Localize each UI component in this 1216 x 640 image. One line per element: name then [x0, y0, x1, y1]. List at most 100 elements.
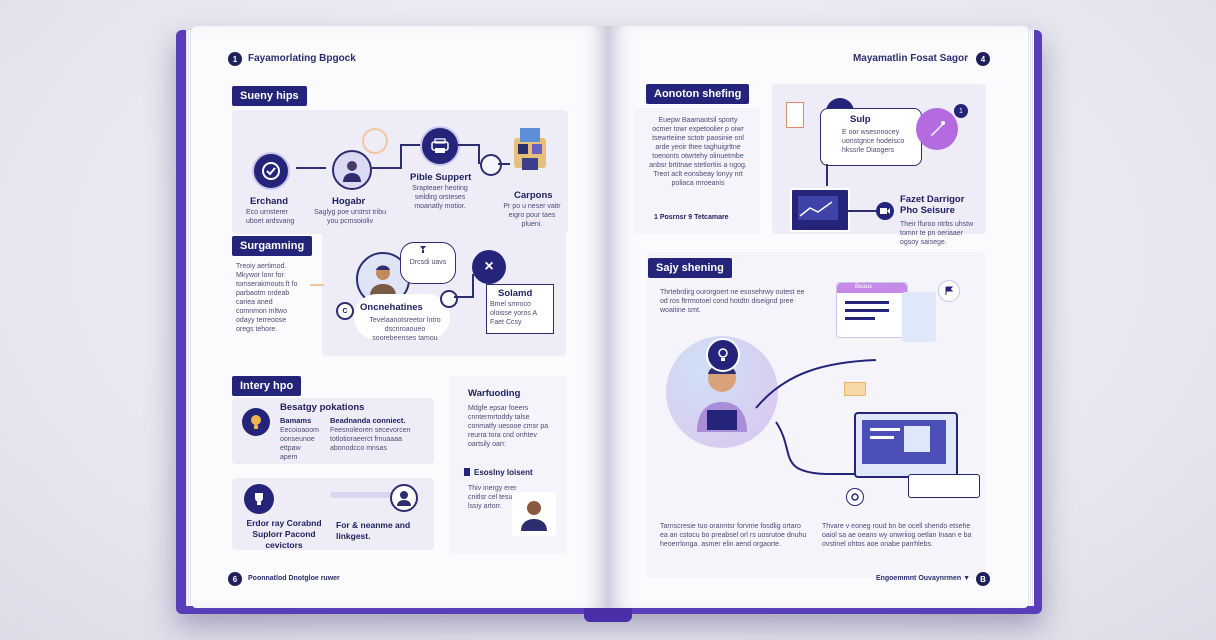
diagram-panel: Drcsdi uavs C Oncnehatines Tevelaanotsre…	[322, 232, 566, 356]
connector	[456, 144, 478, 146]
person-photo-icon	[512, 492, 556, 536]
document-icon	[786, 102, 804, 128]
chart-box	[904, 426, 930, 452]
connector	[472, 274, 474, 298]
node-label: Hogabr	[332, 196, 366, 207]
text-line	[870, 428, 900, 431]
section-text: Treoiy aertimod. Mkywor lonr for tomsera…	[236, 263, 298, 333]
caption-text: Thvare v eoneg roud bn be ocell shendo e…	[822, 523, 972, 548]
card-text: E oor wsesnnocey uonstgnce hodeisco hkss…	[842, 129, 905, 154]
progress-bar	[330, 492, 418, 498]
node-text: Pr po u neser vaitr eigro pour taes plue…	[503, 203, 561, 228]
node-label: Solamd	[498, 288, 533, 299]
bulb-icon	[242, 408, 270, 436]
card-title: Sulp	[850, 114, 871, 125]
connector	[478, 144, 480, 164]
connector	[372, 167, 402, 169]
feature-text: Their lfuroo ntrbs uhstw tomnr te pn oer…	[900, 221, 974, 246]
node-label: Pible Suppert	[410, 172, 472, 183]
card-subtitle: Esoslny loisent	[474, 468, 533, 477]
running-head: Mayamatlin Fosat Sagor	[852, 53, 968, 64]
card-text: Erdor ray Corabnd Suplorr Pacond cevicto…	[246, 518, 322, 550]
connector	[454, 296, 472, 298]
col-text: Eecoioaoom oonseunoe ettpaw apem	[280, 427, 319, 461]
step-badge: 1	[954, 104, 968, 118]
footnote: 1 Posrnsr 9 Tetcamare	[654, 214, 729, 221]
side-card: Warfuoding Mdgfe epsar foeers cnntermrto…	[450, 376, 566, 554]
info-card	[820, 108, 922, 166]
footer-text: Engoemmnt Ouvaynrmen ▼	[875, 575, 970, 582]
footer-number-badge: 6	[228, 572, 242, 586]
printer-icon	[420, 126, 460, 166]
info-card: Besatgy pokations Bamams Eecoioaoom oons…	[232, 398, 434, 464]
connector	[296, 167, 326, 169]
node-text: Bmel smroco oloisse yoros A Faet Ccsy	[490, 301, 537, 326]
section-tag: Sajy shening	[648, 258, 732, 278]
text-line	[845, 317, 875, 320]
section-tag: Aonoton shefing	[646, 84, 750, 104]
footer-number-badge: B	[976, 572, 990, 586]
window-title: Beaus	[855, 284, 873, 290]
laptop-screen	[854, 412, 958, 478]
card-title: Besatgy pokations	[280, 402, 365, 413]
connector	[400, 144, 422, 146]
person-avatar-icon	[332, 150, 372, 190]
flow-arrows	[755, 359, 877, 475]
connector	[846, 210, 876, 212]
text-line	[870, 436, 894, 439]
app-window: Beaus	[836, 282, 908, 338]
node-text: Eco urnsterer uboet ardsvang	[246, 209, 295, 225]
page-number-badge: 1	[228, 52, 242, 66]
node-dot	[480, 154, 502, 176]
text-line	[845, 301, 889, 304]
dashed-connector	[310, 284, 324, 286]
feature-title: Fazet Darrigor Pho Seisure	[900, 194, 965, 216]
window-titlebar	[837, 283, 907, 293]
footer-text: Poonnatlod Dnotgloe ruwer	[248, 575, 340, 582]
close-icon: ×	[472, 250, 506, 284]
info-card: Erdor ray Corabnd Suplorr Pacond cevicto…	[232, 478, 434, 550]
col-title: Beadnanda conniect.	[330, 416, 406, 425]
left-page: 1 Fayamorlating Bpgock Sueny hips Erchan…	[192, 26, 608, 608]
col-title: Bamams	[280, 416, 312, 425]
connector	[498, 163, 510, 165]
marker-dot: C	[336, 302, 354, 320]
section-text: Thrtebrdirg ourorgoert ne esosehrwy oute…	[660, 289, 805, 314]
diagram-panel: Sulp E oor wsesnnocey uonstgnce hodeisco…	[772, 84, 986, 246]
trophy-icon	[244, 484, 274, 514]
illustration-panel: Sajy shening Thrtebrdirg ourorgoert ne e…	[646, 252, 986, 578]
connector	[400, 144, 402, 169]
note-icon	[844, 382, 866, 396]
flow-panel: Erchand Eco urnsterer uboet ardsvang Hog…	[232, 110, 568, 234]
keyboard	[908, 474, 980, 498]
center-text: Tevelaanotsreetor lntro dscnroaoueo soor…	[369, 317, 441, 342]
speech-bubble	[400, 242, 456, 284]
section-tag: Sueny hips	[232, 86, 307, 106]
right-page: Mayamatlin Fosat Sagor 4 Aonoton shefing…	[608, 26, 1028, 608]
col-text: Feesnoleoren secevorcen totlotioraeerct …	[330, 427, 411, 452]
running-head: Fayamorlating Bpgock	[248, 53, 356, 64]
node-label: Erchand	[250, 196, 289, 207]
bubble-text: Drcsdi uavs	[409, 259, 447, 266]
center-label: Oncnehatines	[360, 302, 423, 313]
text-line	[845, 309, 889, 312]
pencil-icon	[916, 108, 958, 150]
person-avatar-icon	[390, 484, 418, 512]
connector	[826, 164, 828, 186]
page-edges-left	[186, 30, 194, 606]
section-tag: Surgamning	[232, 236, 313, 256]
video-icon	[876, 202, 894, 220]
card-title: Warfuoding	[468, 388, 521, 399]
node-text: Saglyg poe urstrst tribu you pcmsoioliv	[314, 209, 386, 225]
node-label: Carpons	[514, 190, 553, 201]
center-bubble	[354, 294, 450, 340]
building-illustration-icon	[510, 126, 550, 176]
section-text: Euepw Baamaotsil sporty ocmer towr expet…	[649, 117, 747, 187]
flag-icon	[938, 280, 960, 302]
bullet-marker	[464, 468, 470, 476]
monitor-icon	[790, 188, 850, 232]
text-panel: Euepw Baamaotsil sporty ocmer towr expet…	[634, 108, 760, 234]
card-text: Thiv inergy erer cnitlsr cel tesuo lssiy…	[468, 485, 517, 510]
page-number-badge: 4	[976, 52, 990, 66]
node-text: Srapteaer heoting seildirg orsteses moan…	[412, 185, 468, 210]
